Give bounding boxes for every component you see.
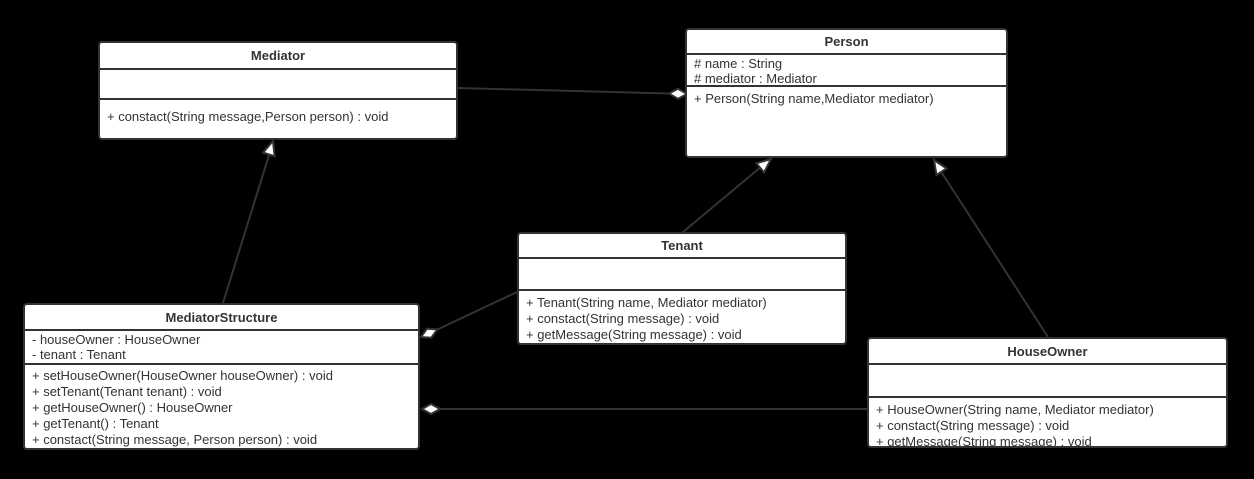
class-attributes-tenant [519,259,845,291]
class-box-tenant[interactable]: Tenant + Tenant(String name, Mediator me… [517,232,847,345]
generalization-arrowhead-person-right[interactable] [932,157,949,177]
class-methods-houseowner: + HouseOwner(String name, Mediator media… [869,398,1226,446]
class-box-person[interactable]: Person # name : String # mediator : Medi… [685,28,1008,158]
class-method: + constact(String message, Person person… [32,432,318,447]
connector-houseowner-person[interactable] [939,169,1049,338]
class-attributes-person: # name : String # mediator : Mediator [687,55,1006,87]
class-method: + setTenant(Tenant tenant) : void [32,384,222,399]
class-attribute: - houseOwner : HouseOwner [32,332,201,347]
class-method: + Person(String name,Mediator mediator) [694,91,934,106]
class-method: + constact(String message) : void [526,311,720,326]
class-method: + getMessage(String message) : void [876,434,1092,446]
class-method: + constact(String message,Person person)… [107,109,389,124]
aggregation-diamond-mediatorstructure-bottom[interactable] [419,402,443,416]
class-methods-person: + Person(String name,Mediator mediator) [687,87,1006,156]
connector-mediatorstructure-mediator[interactable] [222,151,271,304]
class-title-person: Person [687,30,1006,55]
class-attributes-mediatorstructure: - houseOwner : HouseOwner - tenant : Ten… [25,331,418,365]
class-methods-mediatorstructure: + setHouseOwner(HouseOwner houseOwner) :… [25,365,418,448]
generalization-arrowhead-person-left[interactable] [754,157,773,175]
class-attribute: # mediator : Mediator [694,71,817,86]
class-title-mediator: Mediator [100,43,456,70]
class-method: + HouseOwner(String name, Mediator media… [876,402,1154,417]
aggregation-diamond-person[interactable] [666,87,690,100]
class-box-mediatorstructure[interactable]: MediatorStructure - houseOwner : HouseOw… [23,303,420,450]
class-method: + constact(String message) : void [876,418,1070,433]
class-attributes-houseowner [869,365,1226,398]
class-methods-mediator: + constact(String message,Person person)… [100,100,456,138]
connector-tenant-mediatorstructure[interactable] [429,291,518,334]
class-title-houseowner: HouseOwner [869,339,1226,365]
class-title-tenant: Tenant [519,234,845,259]
connector-tenant-person[interactable] [682,165,763,233]
generalization-arrowhead-mediator[interactable] [261,138,276,158]
class-method: + getTenant() : Tenant [32,416,159,431]
class-box-houseowner[interactable]: HouseOwner + HouseOwner(String name, Med… [867,337,1228,448]
class-method: + Tenant(String name, Mediator mediator) [526,295,767,310]
class-attributes-mediator [100,70,456,100]
class-attribute: - tenant : Tenant [32,347,126,362]
class-box-mediator[interactable]: Mediator + constact(String message,Perso… [98,41,458,140]
class-method: + getHouseOwner() : HouseOwner [32,400,233,415]
class-method: + setHouseOwner(HouseOwner houseOwner) :… [32,368,333,383]
class-title-mediatorstructure: MediatorStructure [25,305,418,331]
class-method: + getMessage(String message) : void [526,327,742,342]
class-methods-tenant: + Tenant(String name, Mediator mediator)… [519,291,845,343]
connector-mediator-person[interactable] [457,87,688,95]
class-attribute: # name : String [694,56,783,71]
aggregation-diamond-mediatorstructure-top[interactable] [419,327,440,339]
